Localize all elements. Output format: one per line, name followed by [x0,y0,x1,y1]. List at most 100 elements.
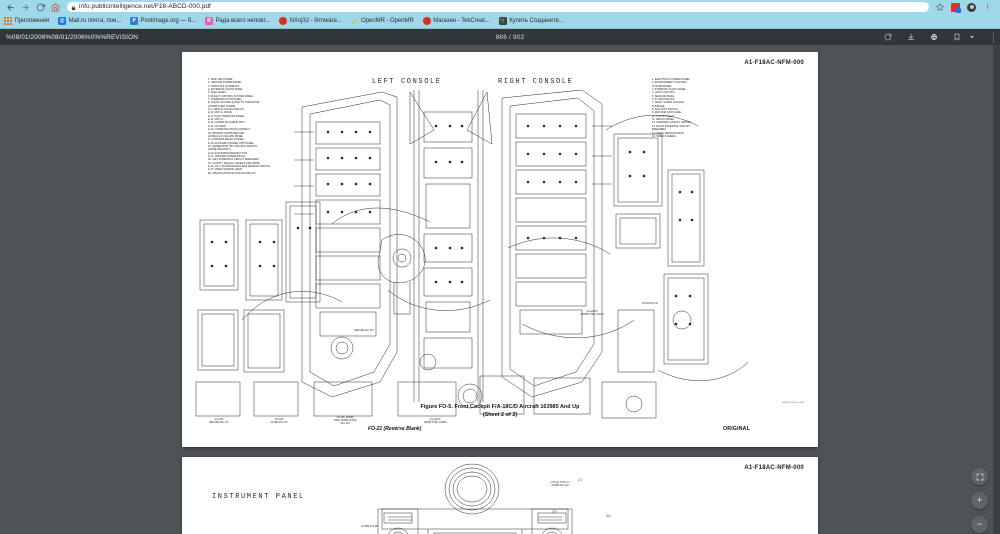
legend-line: 5. SENSOR PANEL [652,94,675,98]
legend-line: 12. ANTI-G [208,118,270,121]
legend-line: 4. HVAC CONTROL [652,91,675,95]
bookmark-item-rada[interactable]: R Рада всего неповт... [205,17,270,25]
figure-caption-line2: (Sheet 2 of 2) [482,412,518,418]
legend-line: 6. FLIGHT CONTROL SYSTEM PANEL [208,94,254,98]
pdf-page-indicator: 886 / 902 [495,33,525,41]
address-bar[interactable]: info.publicintelligence.net/F18-ABCD-000… [67,2,929,12]
mailru-icon: @ [58,17,67,25]
legend-line: HYDRAULIC ISOLATE PANEL [208,134,244,138]
panel-note: LOTS 11 THRU 17 AFTER AFC 444 [550,481,570,487]
browser-nav-bar: info.publicintelligence.net/F18-ABCD-000… [0,0,1000,14]
pdf-toolbar-actions [882,31,994,43]
pdf-viewer[interactable]: A1-F18AC-NFM-000 LEFT CONSOLE RIGHT CONS… [0,45,1000,534]
omnibox-actions [934,2,996,13]
cockpit-schematic-drawing [182,52,818,447]
apps-grid-icon [4,17,12,25]
zoom-controls: + − [971,468,988,533]
extension-icon[interactable] [950,2,961,13]
reload-icon[interactable] [34,1,47,14]
legend-line: 17. ANTENNA SELECT PANEL [208,138,244,142]
pdf-toolbar: %08/01/2006%08/01/2006%0%%REVISION 886 /… [0,29,1000,45]
legend-line: 14. VIDEO SENSOR HEAD [652,131,684,135]
store-icon [422,17,431,25]
viewer-scrollbar-track[interactable] [993,45,1000,534]
legend-line: (SOME AIRCRAFT) [208,148,231,152]
legend-line: 7. NIGHT VISION GOGGLE [652,101,684,105]
print-icon[interactable] [928,32,939,43]
legend-line: 16. MISSION COMPUTER AND [208,131,245,135]
legend-line: 7. COMMUNICATION PANEL [208,98,242,102]
legend-line: 20. ECM DISPENSER BUTTON [208,152,270,155]
bottom-note: F/A-18C/D 163985 THRU 164068 [423,418,447,424]
bookmark-label: Купить Созданите... [509,18,564,24]
legend-line: 15. COMMUNICATION CONNECT [208,128,270,131]
postimage-icon: P [130,17,139,25]
figure-folio: FO-21 (Reverse Blank) [368,426,422,432]
callout-note: AFTER AFC 94 [642,302,658,305]
pdf-page-887: A1-F18AC-NFM-000 INSTRUMENT PANEL [182,457,818,534]
legend-line: 27. VIDEO SENSOR HEAD [208,168,270,171]
legend-line: 15. VIDEO CAMERA [652,134,676,138]
page-doc-number: A1-F18AC-NFM-000 [744,465,804,471]
bookmark-item-openmr[interactable]: ✓ OpenMR - OpenMR [351,17,414,26]
legend-line: 6. KY-58 CONTROL [652,98,675,102]
generic-icon: R [205,17,214,25]
bookmark-item-apps[interactable]: Приложения [4,17,49,25]
download-icon[interactable] [905,32,916,43]
legend-line: 3. THROTTLE QUADRANT [208,84,240,88]
bookmark-item-kupit[interactable]: 🛒 Купить Созданите... [498,17,564,25]
profile-avatar-icon[interactable] [966,2,977,13]
legend-line: 2. ENVIRONMENT CONTROL [652,81,687,85]
legend-line: 22. LEFT ESSENTIAL CIRCUIT BREAKERS [208,158,259,162]
right-console-label: RIGHT CONSOLE [498,78,574,86]
legend-line: 14. OXYGEN [208,125,270,128]
cart-icon: 🛒 [498,17,507,25]
bookmark-item-mailru[interactable]: @ Mail.ru почта, пои... [58,17,121,25]
legend-line: 28. OBOGS MONITOR (164146 AND UP) [208,171,256,175]
drawing-id: A2F5D1-FO-5-2-188 [782,402,804,404]
legend-line: 13. LOWER RH CABLE ASSY [208,121,270,124]
left-console-label: LEFT CONSOLE [372,78,442,86]
forward-icon[interactable] [19,1,32,14]
bookmark-item-nxoj32[interactable]: NXoj32 - firmware... [279,17,342,25]
bookmark-label: OpenMR - OpenMR [361,18,414,24]
bookmark-item-postimage[interactable]: P Postimage.org — б... [130,17,196,25]
legend-line: 4. EXTERIOR LIGHTS PANEL [208,88,243,92]
rotate-icon[interactable] [882,32,893,43]
home-icon[interactable] [49,1,62,14]
legend-line: SYSTEM PANEL [652,84,672,88]
figure-original-label: ORIGINAL [723,426,750,432]
bottom-note: F/A-18D BEFORE AFC 270 [209,418,229,424]
legend-line: 2. GROUND POWER PANEL [208,81,242,85]
back-icon[interactable] [4,1,17,14]
legend-line: 11. PILOT SERVICES PANEL [208,115,270,118]
bottom-note: F/A-18C 163985 THRU 164932 AFTER AFC 233 [333,416,357,425]
pdf-pages-scroller[interactable]: A1-F18AC-NFM-000 LEFT CONSOLE RIGHT CONS… [0,45,1000,534]
zoom-out-button[interactable]: − [971,516,988,533]
legend-line: (163985 THRU 164068) [208,104,236,108]
bookmark-label: Рада всего неповт... [215,18,271,24]
legend-line: 3. INTERIOR LIGHTS PANEL [652,88,686,92]
legend-line: STORAGE [652,104,665,108]
page-doc-number: A1-F18AC-NFM-000 [744,60,804,66]
figure-caption-line1: Figure FO-5. Front Cockpit F/A-18C/D Air… [420,404,580,410]
fit-page-button[interactable] [971,468,988,485]
url-text: info.publicintelligence.net/F18-ABCD-000… [79,3,211,10]
bookmark-label: Mail.ru почта, пои... [68,18,122,24]
bookmark-icon[interactable] [951,32,962,43]
three-dot-menu-icon[interactable] [982,2,993,13]
legend-line: 21. GROUND POWER DECAL [208,155,270,158]
chevron-down-icon[interactable] [966,32,977,43]
bookmark-item-magazin[interactable]: Магазин - TekCreat... [422,17,490,25]
ref-number: 29 [552,509,557,514]
bookmark-label: Postimage.org — б... [140,18,197,24]
legend-line: 10. ANTI-G VALVE [208,111,270,114]
bookmark-label: NXoj32 - firmware... [289,18,342,24]
zoom-in-button[interactable]: + [971,492,988,509]
legend-line: 24. FO-1 STOWAGE/NUCLEAR WEAPON SWITCH [208,165,270,168]
star-icon[interactable] [934,2,945,13]
legend-line: 8. FAN TEST SWITCH [652,108,678,112]
legend-line: 5. FUEL PANEL [208,91,227,95]
bottom-note: F/A-18D AFTER AFC 270 [270,418,288,424]
